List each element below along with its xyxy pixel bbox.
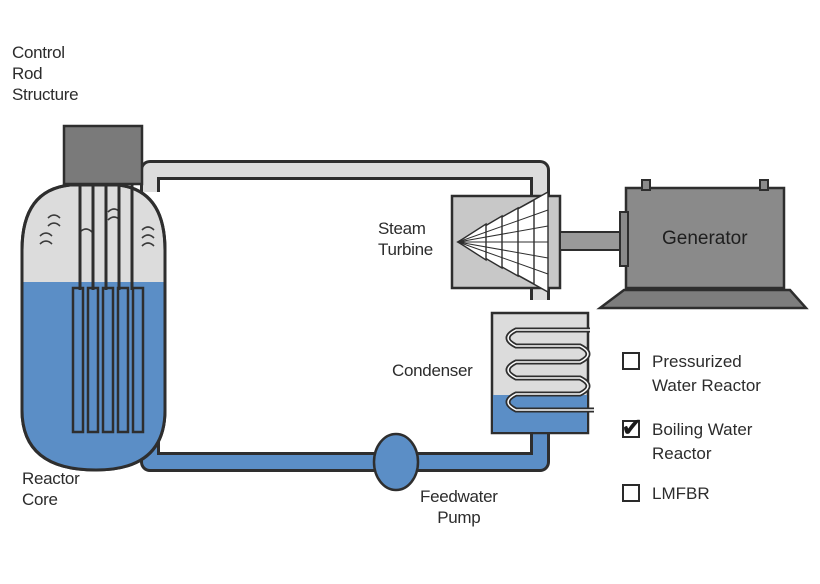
steam-turbine-label: Steam Turbine xyxy=(378,219,433,259)
condenser-label: Condenser xyxy=(392,361,473,380)
option-label: LMFBR xyxy=(652,484,710,503)
reactor-core-label: Reactor Core xyxy=(22,469,80,509)
option-pressurized-water-reactor[interactable]: Pressurized Water Reactor xyxy=(622,350,761,398)
generator xyxy=(596,179,809,310)
generator-label: Generator xyxy=(662,228,748,249)
feedwater-pump-label: Feedwater Pump xyxy=(420,487,498,527)
checkbox[interactable] xyxy=(622,484,640,502)
option-label: Boiling Water Reactor xyxy=(652,420,753,463)
feedwater-pipe xyxy=(140,420,550,472)
condenser xyxy=(490,311,594,435)
control-rod-structure xyxy=(62,124,145,434)
turbine-shaft xyxy=(559,231,627,251)
reactor-vessel xyxy=(20,183,167,472)
steam-turbine xyxy=(450,190,562,294)
option-boiling-water-reactor[interactable]: ✔ Boiling Water Reactor xyxy=(621,414,753,466)
option-lmfbr[interactable]: LMFBR xyxy=(622,482,710,506)
checkbox[interactable] xyxy=(622,352,640,370)
checkmark-icon: ✔ xyxy=(621,412,643,442)
option-label: Pressurized Water Reactor xyxy=(652,352,761,395)
checkbox[interactable]: ✔ xyxy=(621,414,643,440)
control-rod-structure-label: Control Rod Structure xyxy=(12,43,79,104)
feedwater-pump xyxy=(372,432,420,492)
fuel-rods xyxy=(71,286,145,434)
